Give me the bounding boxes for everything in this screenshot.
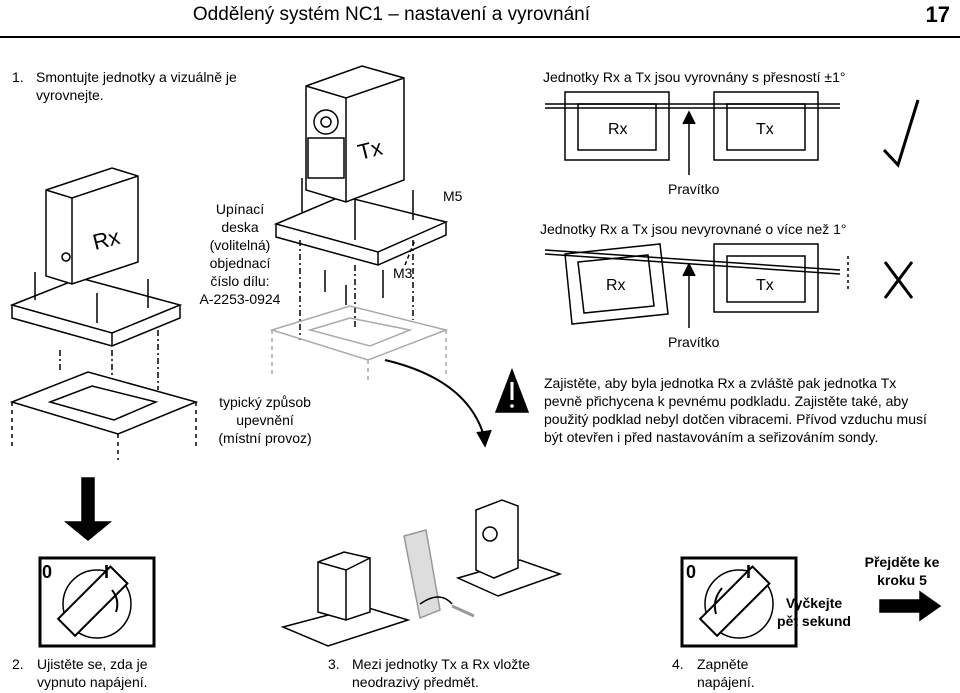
object-insertion-illustration: [280, 499, 563, 647]
switch-on-zero-right: 0: [686, 562, 696, 582]
wait-line1: Vyčkejte: [785, 595, 843, 611]
step4-line1: Zapněte: [697, 656, 749, 672]
step4-line2: napájení.: [697, 674, 755, 690]
page-number: 17: [925, 2, 950, 27]
warning-line3: použitý podklad nebyl dotčen vibracemi. …: [544, 411, 927, 427]
aligned-tx-label: Tx: [756, 121, 774, 138]
mounting-plate-caption: Upínací deska (volitelná) objednací čísl…: [190, 200, 290, 308]
mounting-plate-line2: deska: [221, 219, 259, 235]
next-step-caption: Přejděte ke kroku 5: [852, 553, 952, 589]
page-title: Oddělený systém NC1 – nastavení a vyrovn…: [192, 4, 590, 25]
aligned-units-diagram: [545, 91, 920, 175]
tx-mount-illustration: [269, 65, 449, 380]
misaligned-tx-label: Tx: [756, 277, 774, 294]
power-switch-off-icon: [38, 556, 156, 648]
curved-arrow-head-icon: [476, 429, 492, 448]
aligned-caption: Jednotky Rx a Tx jsou vyrovnány s přesno…: [543, 69, 846, 85]
warning-line1: Zajistěte, aby byla jednotka Rx a zvlášt…: [544, 375, 897, 391]
step3-number: 3.: [328, 656, 340, 672]
right-arrow-icon: [879, 590, 942, 622]
typical-mount-line1: typický způsob: [219, 394, 311, 410]
switch-on-one-right: I: [746, 562, 751, 582]
typical-mount-caption: typický způsob upevnění (místní provoz): [205, 393, 325, 447]
down-arrow-icon: [63, 477, 113, 541]
misaligned-units-diagram: [544, 243, 914, 328]
misaligned-rx-label: Rx: [606, 277, 626, 294]
step3-line2: neodrazivý předmět.: [352, 674, 479, 690]
step3-line1: Mezi jednotky Tx a Rx vložte: [352, 656, 530, 672]
step2-line1: Ujistěte se, zda je: [37, 656, 148, 672]
mounting-plate-line4: objednací: [209, 255, 271, 271]
step2-line2: vypnuto napájení.: [37, 674, 148, 690]
rx-mount-illustration: [9, 167, 183, 400]
warning-line2: pevně přichycena k pevnému podkladu. Zaj…: [544, 393, 909, 409]
warning-text: Zajistěte, aby byla jednotka Rx a zvlášt…: [544, 374, 927, 446]
page-header: Oddělený systém NC1 – nastavení a vyrovn…: [0, 0, 960, 38]
next-line1: Přejděte ke: [864, 554, 940, 570]
mounting-plate-line1: Upínací: [215, 201, 265, 217]
switch-off-zero-left: 0: [42, 562, 52, 582]
mounting-plate-line5: číslo dílu:: [210, 273, 270, 289]
typical-mount-line3: (místní provoz): [218, 430, 312, 446]
curved-arrow-icon: [384, 359, 486, 441]
misaligned-caption: Jednotky Rx a Tx jsou nevyrovnané o více…: [540, 221, 847, 237]
step1-number: 1.: [12, 69, 24, 85]
typical-mount-surface: [9, 371, 199, 460]
ruler-label-top: Pravítko: [668, 181, 720, 197]
switch-off-one-left: I: [104, 562, 109, 582]
step2-number: 2.: [12, 656, 24, 672]
ruler-label-bottom: Pravítko: [668, 334, 720, 350]
step1-line1: Smontujte jednotky a vizuálně je: [36, 69, 237, 85]
step4-number: 4.: [672, 656, 684, 672]
warning-icon: [494, 367, 530, 413]
warning-line4: být otevřen i před nastavováním a seřizo…: [544, 429, 879, 445]
mounting-plate-line6: A-2253-0924: [199, 291, 281, 307]
power-switch-on-icon: [680, 556, 798, 648]
next-line2: kroku 5: [877, 572, 927, 588]
mounting-plate-line3: (volitelná): [209, 237, 271, 253]
m5-label: M5: [443, 188, 463, 204]
typical-mount-line2: upevnění: [236, 412, 294, 428]
tx-unit-label: Tx: [355, 135, 385, 165]
aligned-rx-label: Rx: [608, 121, 628, 138]
m3-label: M3: [393, 265, 413, 281]
step1-line2: vyrovnejte.: [36, 87, 104, 103]
header-divider: [0, 36, 960, 38]
